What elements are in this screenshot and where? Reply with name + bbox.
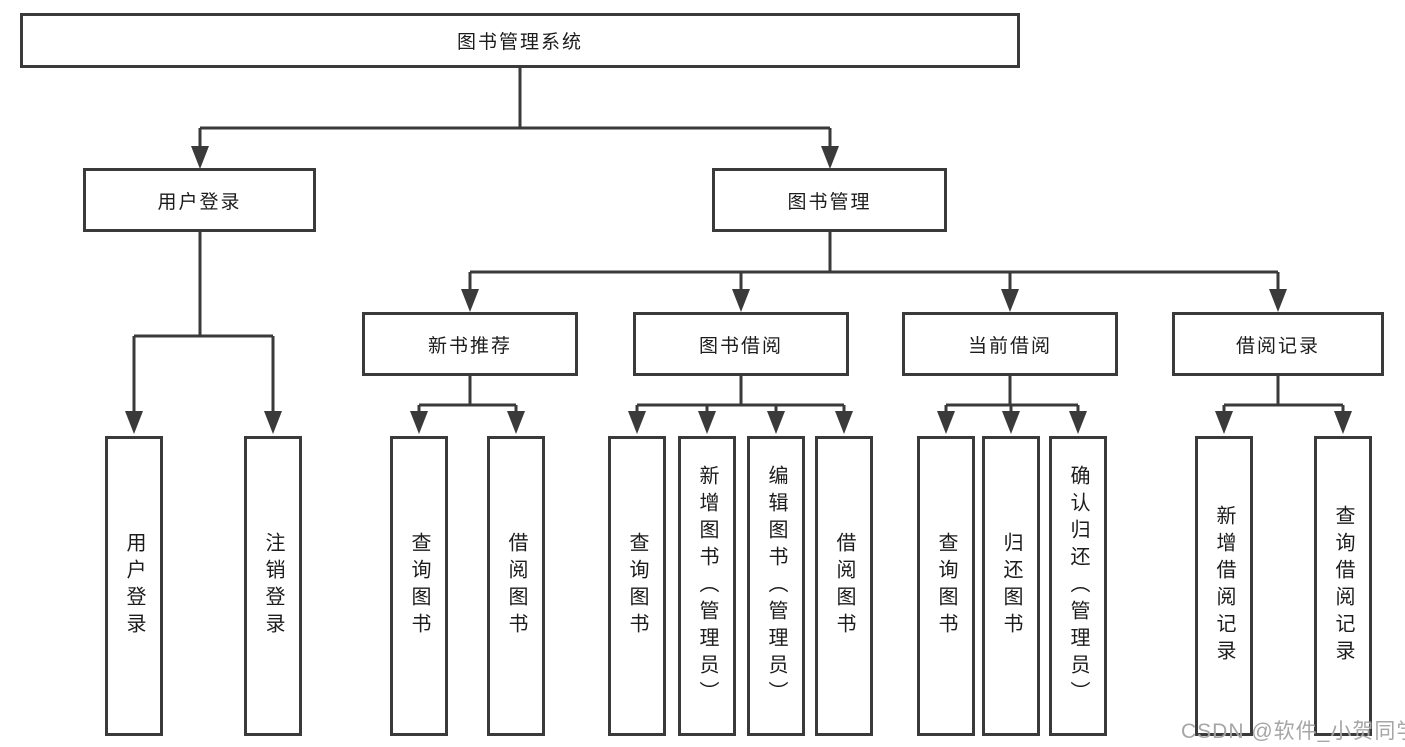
arrowhead [835,411,853,434]
leaf-label: 查询图书 [935,532,957,640]
leaf-query-books-current: 查询图书 [917,436,975,736]
connector-user-login-to-leaves [125,231,282,434]
node-label: 图书借阅 [698,335,783,357]
leaf-add-borrow-record: 新增借阅记录 [1195,436,1253,736]
node-label: 图书管理系统 [456,32,583,53]
connector-root-to-level2 [191,66,839,169]
node-label: 新书推荐 [427,335,512,357]
leaf-label: 新增借阅记录 [1213,505,1235,667]
arrowhead [191,146,209,169]
leaf-user-login: 用户登录 [105,436,163,736]
arrowhead [732,289,750,312]
leaf-label: 借阅图书 [833,532,855,640]
leaf-label: 查询图书 [626,532,648,640]
leaf-edit-book-admin: 编辑图书（管理员） [747,436,805,736]
arrowhead [698,411,716,434]
connector-book-management-to-level3 [461,231,1287,312]
connector-current-borrow-to-leaves [937,374,1087,434]
leaf-label: 借阅图书 [505,532,527,640]
node-user-login: 用户登录 [83,168,316,232]
leaf-label: 确认归还（管理员） [1067,464,1089,708]
arrowhead [125,411,143,434]
arrowhead [1002,411,1020,434]
leaf-label: 用户登录 [123,532,145,640]
leaf-label: 归还图书 [1000,532,1022,640]
arrowhead [821,146,839,169]
leaf-label: 查询图书 [408,532,430,640]
leaf-label: 编辑图书（管理员） [765,464,787,708]
node-label: 用户登录 [157,191,242,213]
node-label: 当前借阅 [967,335,1052,357]
node-label: 图书管理 [787,191,872,213]
arrowhead [1334,411,1352,434]
arrowhead [628,411,646,434]
leaf-label: 注销登录 [262,532,284,640]
node-new-book-recommend: 新书推荐 [362,312,578,376]
leaf-add-book-admin: 新增图书（管理员） [678,436,736,736]
arrowhead [1001,289,1019,312]
arrowhead [1215,411,1233,434]
leaf-query-books-borrow: 查询图书 [608,436,666,736]
leaf-logout: 注销登录 [244,436,302,736]
leaf-query-borrow-record: 查询借阅记录 [1314,436,1372,736]
arrowhead [1069,411,1087,434]
arrowhead [264,411,282,434]
node-label: 借阅记录 [1235,335,1320,357]
arrowhead [410,411,428,434]
arrowhead [1269,289,1287,312]
leaf-borrow-books-borrow: 借阅图书 [815,436,873,736]
arrowhead [507,411,525,434]
leaf-query-books-new-book: 查询图书 [390,436,448,736]
arrowhead [461,289,479,312]
leaf-return-book: 归还图书 [982,436,1040,736]
arrowhead [767,411,785,434]
leaf-borrow-books-new-book: 借阅图书 [487,436,545,736]
node-current-borrow: 当前借阅 [902,312,1118,376]
connector-new-book-recommend-to-leaves [410,374,525,434]
leaf-label: 新增图书（管理员） [696,464,718,708]
leaf-label: 查询借阅记录 [1332,505,1354,667]
connector-borrow-records-to-leaves [1215,374,1352,434]
node-root-library-management-system: 图书管理系统 [20,13,1020,68]
node-borrow-records: 借阅记录 [1172,312,1384,376]
csdn-watermark: CSDN @软件_小贺同学 [1181,720,1405,743]
node-book-borrow: 图书借阅 [633,312,849,376]
connector-book-borrow-to-leaves [628,374,853,434]
arrowhead [937,411,955,434]
leaf-confirm-return-admin: 确认归还（管理员） [1049,436,1107,736]
node-book-management: 图书管理 [712,168,947,232]
